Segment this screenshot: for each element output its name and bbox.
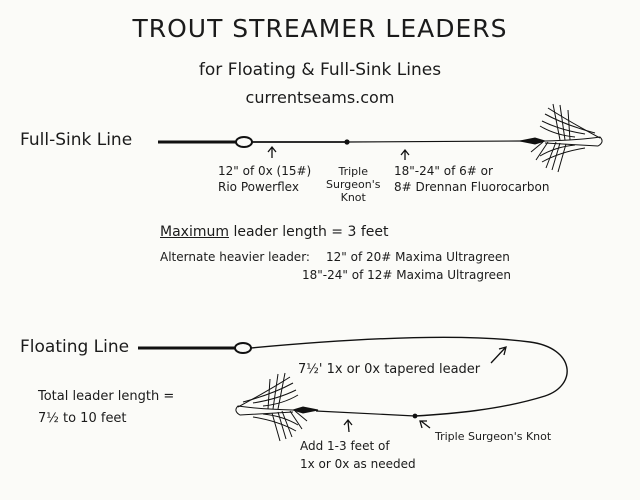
knot-line1: Triple bbox=[338, 165, 369, 178]
tippet-extension bbox=[315, 410, 416, 417]
arrow-add-tippet bbox=[343, 418, 353, 433]
segment2-label: 18"-24" of 6# or 8# Drennan Fluorocarbon bbox=[394, 163, 549, 195]
website: currentseams.com bbox=[245, 88, 395, 107]
knot-line3: Knot bbox=[340, 191, 366, 204]
loop-to-loop-connection bbox=[235, 136, 253, 148]
streamer-fly-full-sink bbox=[519, 103, 603, 173]
knot-line2: Surgeon's bbox=[326, 178, 381, 191]
tapered-leader-label: 7½' 1x or 0x tapered leader bbox=[298, 362, 481, 377]
alternate-option-1: 12" of 20# Maxima Ultragreen bbox=[326, 250, 510, 264]
full-sink-line-label: Full-Sink Line bbox=[20, 130, 133, 150]
segment2-line2: 8# Drennan Fluorocarbon bbox=[394, 180, 550, 194]
add-line2: 1x or 0x as needed bbox=[300, 457, 416, 471]
max-rest: leader length = 3 feet bbox=[233, 224, 389, 240]
floating-line-label: Floating Line bbox=[20, 337, 130, 357]
arrow-fluorocarbon bbox=[400, 148, 410, 160]
add-line1: Add 1-3 feet of bbox=[300, 439, 390, 453]
page-title: TROUT STREAMER LEADERS bbox=[132, 14, 508, 43]
alternate-option-2: 18"-24" of 12# Maxima Ultragreen bbox=[302, 268, 512, 282]
arrow-knot bbox=[419, 420, 431, 429]
add-tippet-label: Add 1-3 feet of 1x or 0x as needed bbox=[300, 437, 416, 473]
floating-knot-label: Triple Surgeon's Knot bbox=[435, 430, 552, 443]
segment1-line2: Rio Powerflex bbox=[218, 180, 299, 194]
segment1-line1: 12" of 0x (15#) bbox=[218, 164, 312, 178]
segment2-line1: 18"-24" of 6# or bbox=[394, 164, 493, 178]
arrow-tapered-leader bbox=[490, 346, 507, 364]
page-subtitle: for Floating & Full-Sink Lines bbox=[198, 60, 442, 80]
floating-loop-connection bbox=[234, 342, 252, 354]
total-leader-length: Total leader length = 7½ to 10 feet bbox=[38, 386, 174, 430]
total-line1: Total leader length = bbox=[38, 389, 175, 404]
full-sink-knot-label: Triple Surgeon's Knot bbox=[326, 165, 381, 204]
fluorocarbon-segment bbox=[346, 140, 523, 143]
max-leader-length: Maximum leader length = 3 feet bbox=[160, 224, 388, 240]
total-line2: 7½ to 10 feet bbox=[38, 411, 127, 426]
tapered-leader bbox=[250, 336, 568, 417]
alternate-leader-label: Alternate heavier leader: bbox=[160, 250, 310, 264]
streamer-fly-floating bbox=[235, 372, 319, 442]
arrow-powerflex bbox=[267, 145, 277, 158]
max-word: Maximum bbox=[160, 224, 229, 240]
segment1-label: 12" of 0x (15#) Rio Powerflex bbox=[218, 163, 311, 195]
